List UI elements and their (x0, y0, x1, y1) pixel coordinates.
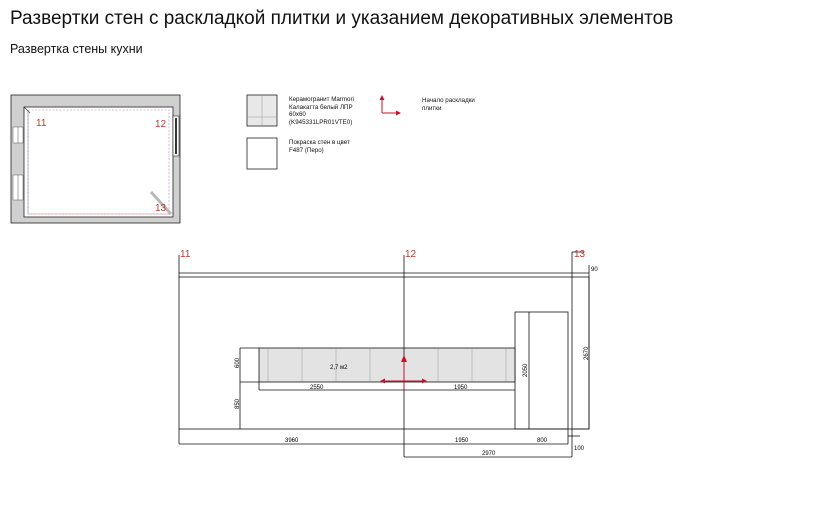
dim-backsplash-height: 600 (235, 357, 241, 368)
kitchen-floor-plan (10, 94, 181, 224)
backsplash-area: 2,7 м2 (330, 365, 348, 371)
legend-tile-line-2: Калакатта белый ЛПР (289, 103, 353, 111)
legend-start-text: Начало раскладки плитки (422, 97, 475, 112)
elevation-point-13: 13 (574, 249, 586, 260)
legend-paint-text: Покраска стен в цвет F487 (Перо) (289, 139, 350, 154)
elevation-point-12: 12 (405, 249, 417, 260)
legend-tile-swatch (246, 94, 278, 127)
page-title: Развертки стен с раскладкой плитки и ука… (10, 8, 674, 29)
dim-tall-cabinet-height: 2050 (523, 363, 529, 377)
legend-start-line-2: плитки (422, 104, 442, 112)
page-subtitle: Развертка стены кухни (10, 42, 143, 56)
dim-backsplash-left: 2550 (310, 385, 324, 391)
dim-counter-height: 850 (235, 398, 241, 409)
plan-point-12: 12 (155, 119, 167, 130)
legend-paint-swatch (246, 137, 278, 170)
legend-tile-text: Керамогранит Marmori Калакатта белый ЛПР… (289, 96, 354, 126)
legend-tile-line-4: (K945331LPR01VTE0) (289, 118, 353, 126)
tile-start-arrow-icon (379, 95, 401, 116)
legend-paint-line-1: Покраска стен в цвет (289, 139, 350, 146)
dim-floor-right: 800 (537, 438, 548, 444)
tile-backsplash (258, 347, 516, 383)
legend-start-line-1: Начало раскладки (422, 97, 475, 104)
dim-floor-mid: 1950 (455, 438, 469, 444)
dim-offset: 100 (574, 446, 585, 452)
dim-backsplash-right: 1950 (454, 385, 468, 391)
legend-paint-line-2: F487 (Перо) (289, 146, 324, 154)
dim-wall-right-total: 2970 (482, 451, 496, 457)
dim-top-gap: 90 (591, 267, 598, 273)
plan-point-13: 13 (155, 203, 167, 214)
plan-point-11: 11 (36, 118, 47, 129)
dim-floor-left: 3960 (285, 438, 299, 444)
elevation-point-11: 11 (180, 249, 191, 260)
legend-tile-line-3: 60x60 (289, 111, 306, 118)
wall-elevation (178, 251, 590, 458)
legend-tile-line-1: Керамогранит Marmori (289, 96, 354, 103)
elevation-start-arrow-icon (380, 355, 427, 390)
dim-wall-height: 2670 (584, 346, 590, 360)
